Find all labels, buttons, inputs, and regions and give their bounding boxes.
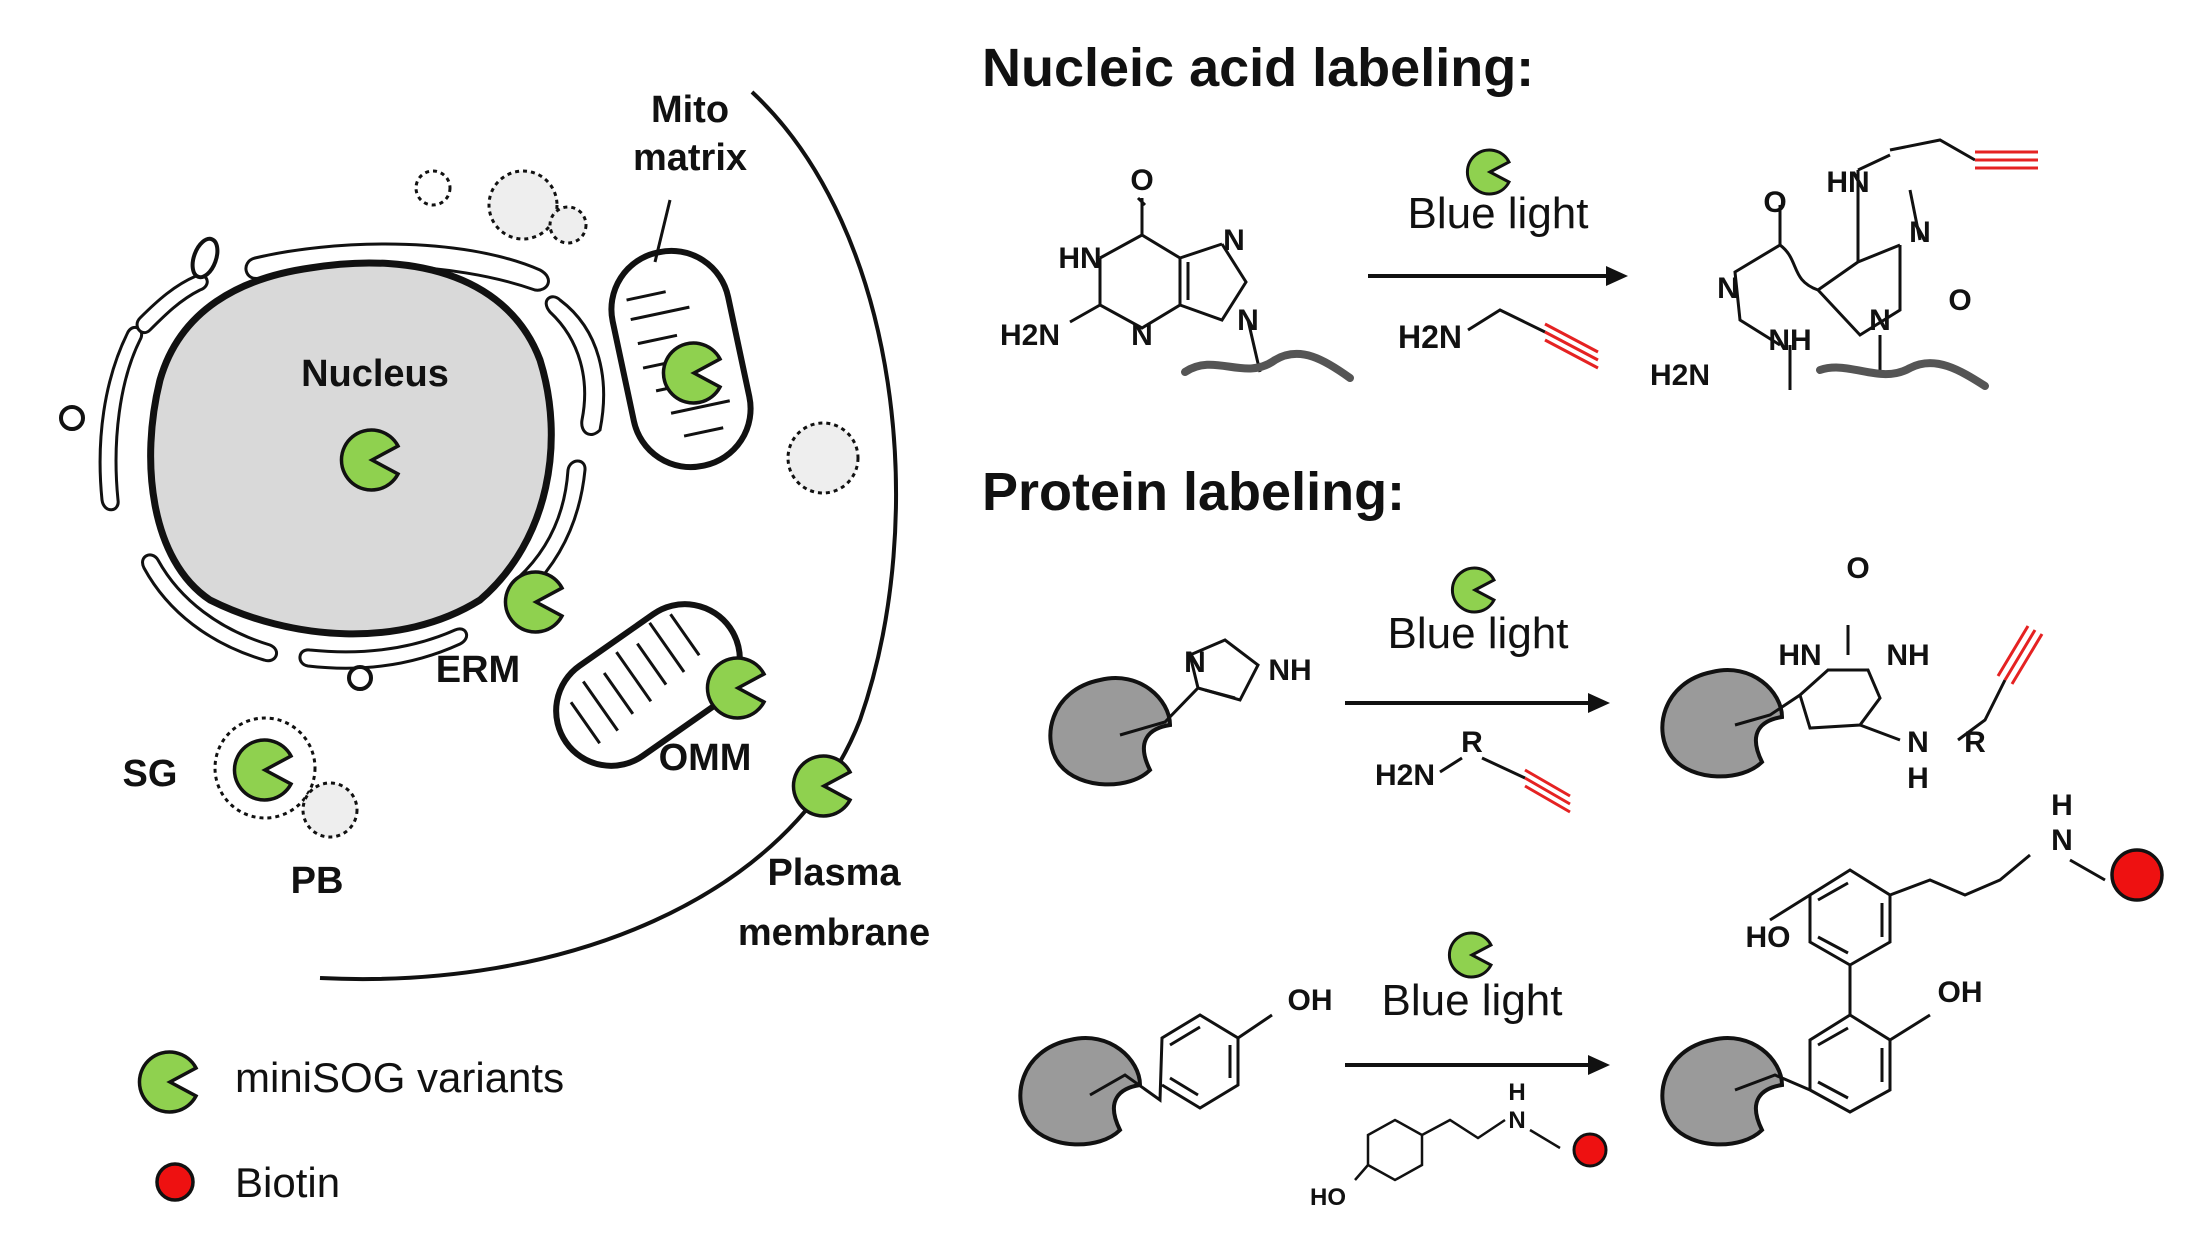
nucleic-heading: Nucleic acid labeling: [982, 38, 1534, 98]
minisog-omm-icon [705, 656, 766, 720]
guanine-n3: N [1131, 319, 1153, 352]
tyrosine-structure [1089, 1013, 1273, 1110]
his-nh: NH [1268, 654, 1311, 687]
tyr-oh: OH [1288, 984, 1333, 1017]
product-h2n: H2N [1650, 359, 1710, 392]
nucleic-product-structure [1733, 138, 1989, 390]
nucleus-label: Nucleus [301, 353, 449, 395]
protein-shape-tyr-product [1660, 1036, 1784, 1147]
plasma-label-line1: Plasma [767, 852, 901, 894]
his-product-hn: HN [1778, 639, 1821, 672]
dotted-vesicle-4 [786, 421, 860, 495]
tyramide-h: H [1508, 1079, 1525, 1106]
mito-label-line1: Mito [651, 89, 729, 131]
guanine-n9: N [1237, 304, 1259, 337]
protein-minisog-icon-1 [1450, 566, 1496, 614]
cell-diagram: Nucleus Mito matrix OMM ERM [59, 89, 930, 981]
protein-light-label-1: Blue light [1387, 609, 1568, 658]
p-body [301, 781, 359, 839]
dityrosine-structure [1734, 853, 2106, 1114]
nucleic-arrowhead [1606, 266, 1628, 286]
nucleic-acid-section: Nucleic acid labeling: O HN N N N H2N Bl… [982, 38, 2038, 392]
product-nh: NH [1768, 324, 1811, 357]
protein-shape-tyr-reactant [1018, 1036, 1142, 1147]
mito-label-line2: matrix [633, 137, 747, 179]
protein-reagent-r: R [1461, 726, 1483, 759]
guanine-h2n: H2N [1000, 319, 1060, 352]
protein-reagent-h2n: H2N [1375, 759, 1435, 792]
his-product-nh: NH [1886, 639, 1929, 672]
protein-shape-his-reactant [1048, 676, 1172, 787]
his-product-alkyne [1996, 625, 2044, 685]
protein-shape-his-product [1660, 668, 1784, 779]
nucleic-light-label: Blue light [1407, 189, 1588, 238]
dityrosine-biotin-icon [2110, 848, 2164, 902]
protein-heading: Protein labeling: [982, 462, 1405, 522]
tyramide-n: N [1508, 1107, 1525, 1134]
guanine-o: O [1130, 164, 1153, 197]
protein-section: Protein labeling: N NH Blue light H2N R … [982, 462, 2164, 1211]
pb-label: PB [291, 860, 344, 902]
histidine-structure [1119, 638, 1260, 737]
dityrosine-n: N [2051, 824, 2073, 857]
his-product-structure [1734, 625, 2007, 742]
nucleic-reagent-h2n: H2N [1398, 319, 1462, 355]
nucleic-minisog-icon [1465, 148, 1511, 196]
erm-label: ERM [436, 649, 520, 691]
minisog-plasma-membrane-icon [791, 754, 852, 818]
his-product-o: O [1846, 552, 1869, 585]
dotted-vesicle-2 [487, 169, 559, 241]
his-product-r: R [1964, 726, 1986, 759]
mitochondrion-diagonal [553, 601, 743, 769]
tyramide-biotin-icon [1572, 1132, 1608, 1168]
tyramide-ho: HO [1310, 1184, 1346, 1211]
product-o2: O [1948, 284, 1971, 317]
omm-label: OMM [659, 737, 752, 779]
propargylamine-chain [1467, 308, 1546, 334]
product-n2: N [1717, 272, 1739, 305]
dityrosine-oh: OH [1938, 976, 1983, 1009]
protein-light-label-2: Blue light [1381, 976, 1562, 1025]
his-n: N [1184, 646, 1206, 679]
legend: miniSOG variants Biotin [137, 1050, 564, 1206]
plasma-label-line2: membrane [738, 912, 930, 954]
legend-biotin-icon [155, 1162, 195, 1202]
product-hn: HN [1826, 166, 1869, 199]
protein-reagent-chain [1439, 756, 1526, 780]
er-membranes [98, 242, 606, 670]
protein-arrowhead-1 [1588, 693, 1610, 713]
guanine-hn: HN [1058, 242, 1101, 275]
dityrosine-h: H [2051, 789, 2073, 822]
legend-minisog-icon [137, 1050, 198, 1114]
legend-minisog-label: miniSOG variants [235, 1054, 564, 1101]
vesicle-oval [190, 236, 220, 280]
dityrosine-ho: HO [1746, 921, 1791, 954]
product-n1: N [1909, 216, 1931, 249]
guanine-n7: N [1223, 224, 1245, 257]
product-n3: N [1869, 304, 1891, 337]
propargylamine-alkyne [1544, 322, 1599, 370]
his-product-n: N [1907, 726, 1929, 759]
protein-minisog-icon-2 [1447, 931, 1493, 979]
legend-biotin-label: Biotin [235, 1159, 340, 1206]
product-o1: O [1763, 186, 1786, 219]
vesicle-small-bottom [347, 665, 373, 691]
protein-reagent-alkyne [1524, 768, 1571, 814]
dotted-vesicle-3 [548, 205, 588, 245]
mito-matrix-pointer [653, 199, 672, 263]
his-product-h: H [1907, 762, 1929, 795]
vesicle-small-left [59, 405, 85, 431]
tyramide-structure [1354, 1118, 1561, 1182]
dotted-vesicle-1 [414, 169, 452, 207]
minisog-erm-icon [503, 570, 564, 634]
protein-arrowhead-2 [1588, 1055, 1610, 1075]
guanine-structure [1069, 196, 1354, 382]
plasma-membrane-arc [319, 90, 898, 981]
sg-label: SG [123, 753, 178, 795]
nucleic-product-alkyne [1975, 150, 2038, 170]
